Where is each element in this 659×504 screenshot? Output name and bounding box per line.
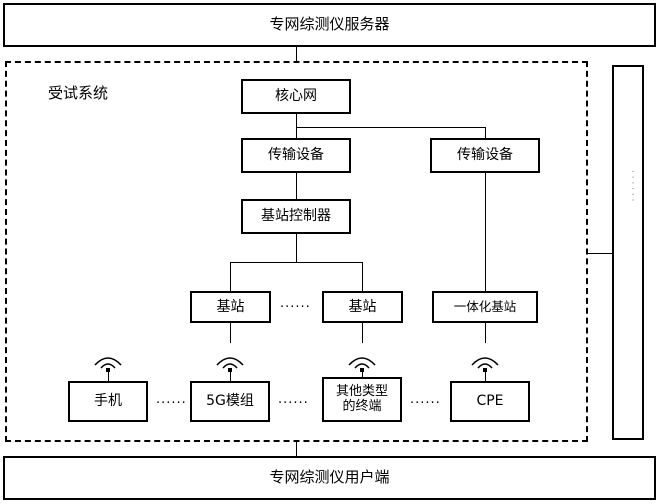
system-under-test-label: 受试系统 — [48, 84, 109, 102]
node-transmission-equipment-left-label: 传输设备 — [268, 147, 324, 164]
node-server-top-label: 专网综测仪服务器 — [269, 15, 390, 34]
node-base-station-1-label: 基站 — [216, 298, 245, 315]
connector-air-to-cpe — [485, 372, 486, 381]
connector-air-to-module — [230, 372, 231, 381]
connector-air-to-phone — [108, 372, 109, 381]
wireless-signal-icon-cpe — [467, 348, 503, 374]
connector-core-to-trans-left — [296, 127, 297, 138]
connector-integrated-to-air — [485, 323, 486, 343]
node-cpe[interactable]: CPE — [450, 381, 530, 422]
connector-core-down — [296, 114, 297, 127]
node-client-bottom[interactable]: 专网综测仪用户端 — [3, 456, 656, 500]
node-core-network[interactable]: 核心网 — [241, 79, 351, 114]
ellipsis-other-cpe: ······ — [410, 396, 441, 411]
ellipsis-between-base-stations: ······ — [280, 300, 311, 315]
connector-server-to-system — [296, 47, 297, 61]
ellipsis-module-other: ······ — [278, 396, 309, 411]
node-client-bottom-label: 专网综测仪用户端 — [269, 468, 390, 487]
wireless-signal-icon-module — [212, 348, 248, 374]
node-core-network-label: 核心网 — [275, 88, 317, 105]
side-panel-marks: · · · · · · — [627, 170, 637, 202]
node-integrated-base-station[interactable]: 一体化基站 — [432, 291, 538, 323]
connector-core-bus — [296, 127, 486, 128]
connector-bsc-down — [296, 234, 297, 262]
node-mobile-phone-label: 手机 — [94, 393, 122, 410]
node-base-station-controller-label: 基站控制器 — [261, 208, 331, 225]
node-5g-module-label: 5G模组 — [206, 393, 254, 410]
connector-core-to-trans-right — [485, 127, 486, 138]
connector-air-to-other — [362, 372, 363, 381]
node-mobile-phone[interactable]: 手机 — [68, 381, 148, 422]
node-integrated-base-station-label: 一体化基站 — [453, 298, 517, 314]
connector-trans-right-to-integrated — [485, 173, 486, 291]
wireless-signal-icon-other — [344, 348, 380, 374]
node-5g-module[interactable]: 5G模组 — [190, 381, 270, 422]
node-base-station-2[interactable]: 基站 — [322, 291, 403, 323]
ellipsis-phone-module: ······ — [156, 396, 187, 411]
connector-trans-left-to-bsc — [296, 173, 297, 199]
node-server-top[interactable]: 专网综测仪服务器 — [3, 3, 656, 47]
system-under-test-boundary — [5, 61, 588, 442]
connector-bsc-bus — [230, 262, 363, 263]
connector-system-to-client — [296, 442, 297, 456]
connector-bs1-to-air — [230, 323, 231, 343]
node-transmission-equipment-right-label: 传输设备 — [457, 147, 513, 164]
connector-bsc-to-bs1 — [230, 262, 231, 291]
node-transmission-equipment-left[interactable]: 传输设备 — [241, 138, 351, 173]
node-other-terminals[interactable]: 其他类型 的终端 — [322, 377, 402, 422]
side-panel-right[interactable] — [612, 65, 644, 440]
node-other-terminals-label: 其他类型 的终端 — [335, 383, 388, 414]
connector-bsc-to-bs2 — [362, 262, 363, 291]
node-transmission-equipment-right[interactable]: 传输设备 — [430, 138, 540, 173]
node-base-station-2-label: 基站 — [348, 298, 377, 315]
wireless-signal-icon-phone — [90, 348, 126, 374]
node-base-station-1[interactable]: 基站 — [190, 291, 271, 323]
node-cpe-label: CPE — [476, 393, 504, 410]
node-base-station-controller[interactable]: 基站控制器 — [241, 199, 351, 234]
connector-system-to-side-panel — [588, 253, 614, 254]
connector-bs2-to-air — [362, 323, 363, 343]
